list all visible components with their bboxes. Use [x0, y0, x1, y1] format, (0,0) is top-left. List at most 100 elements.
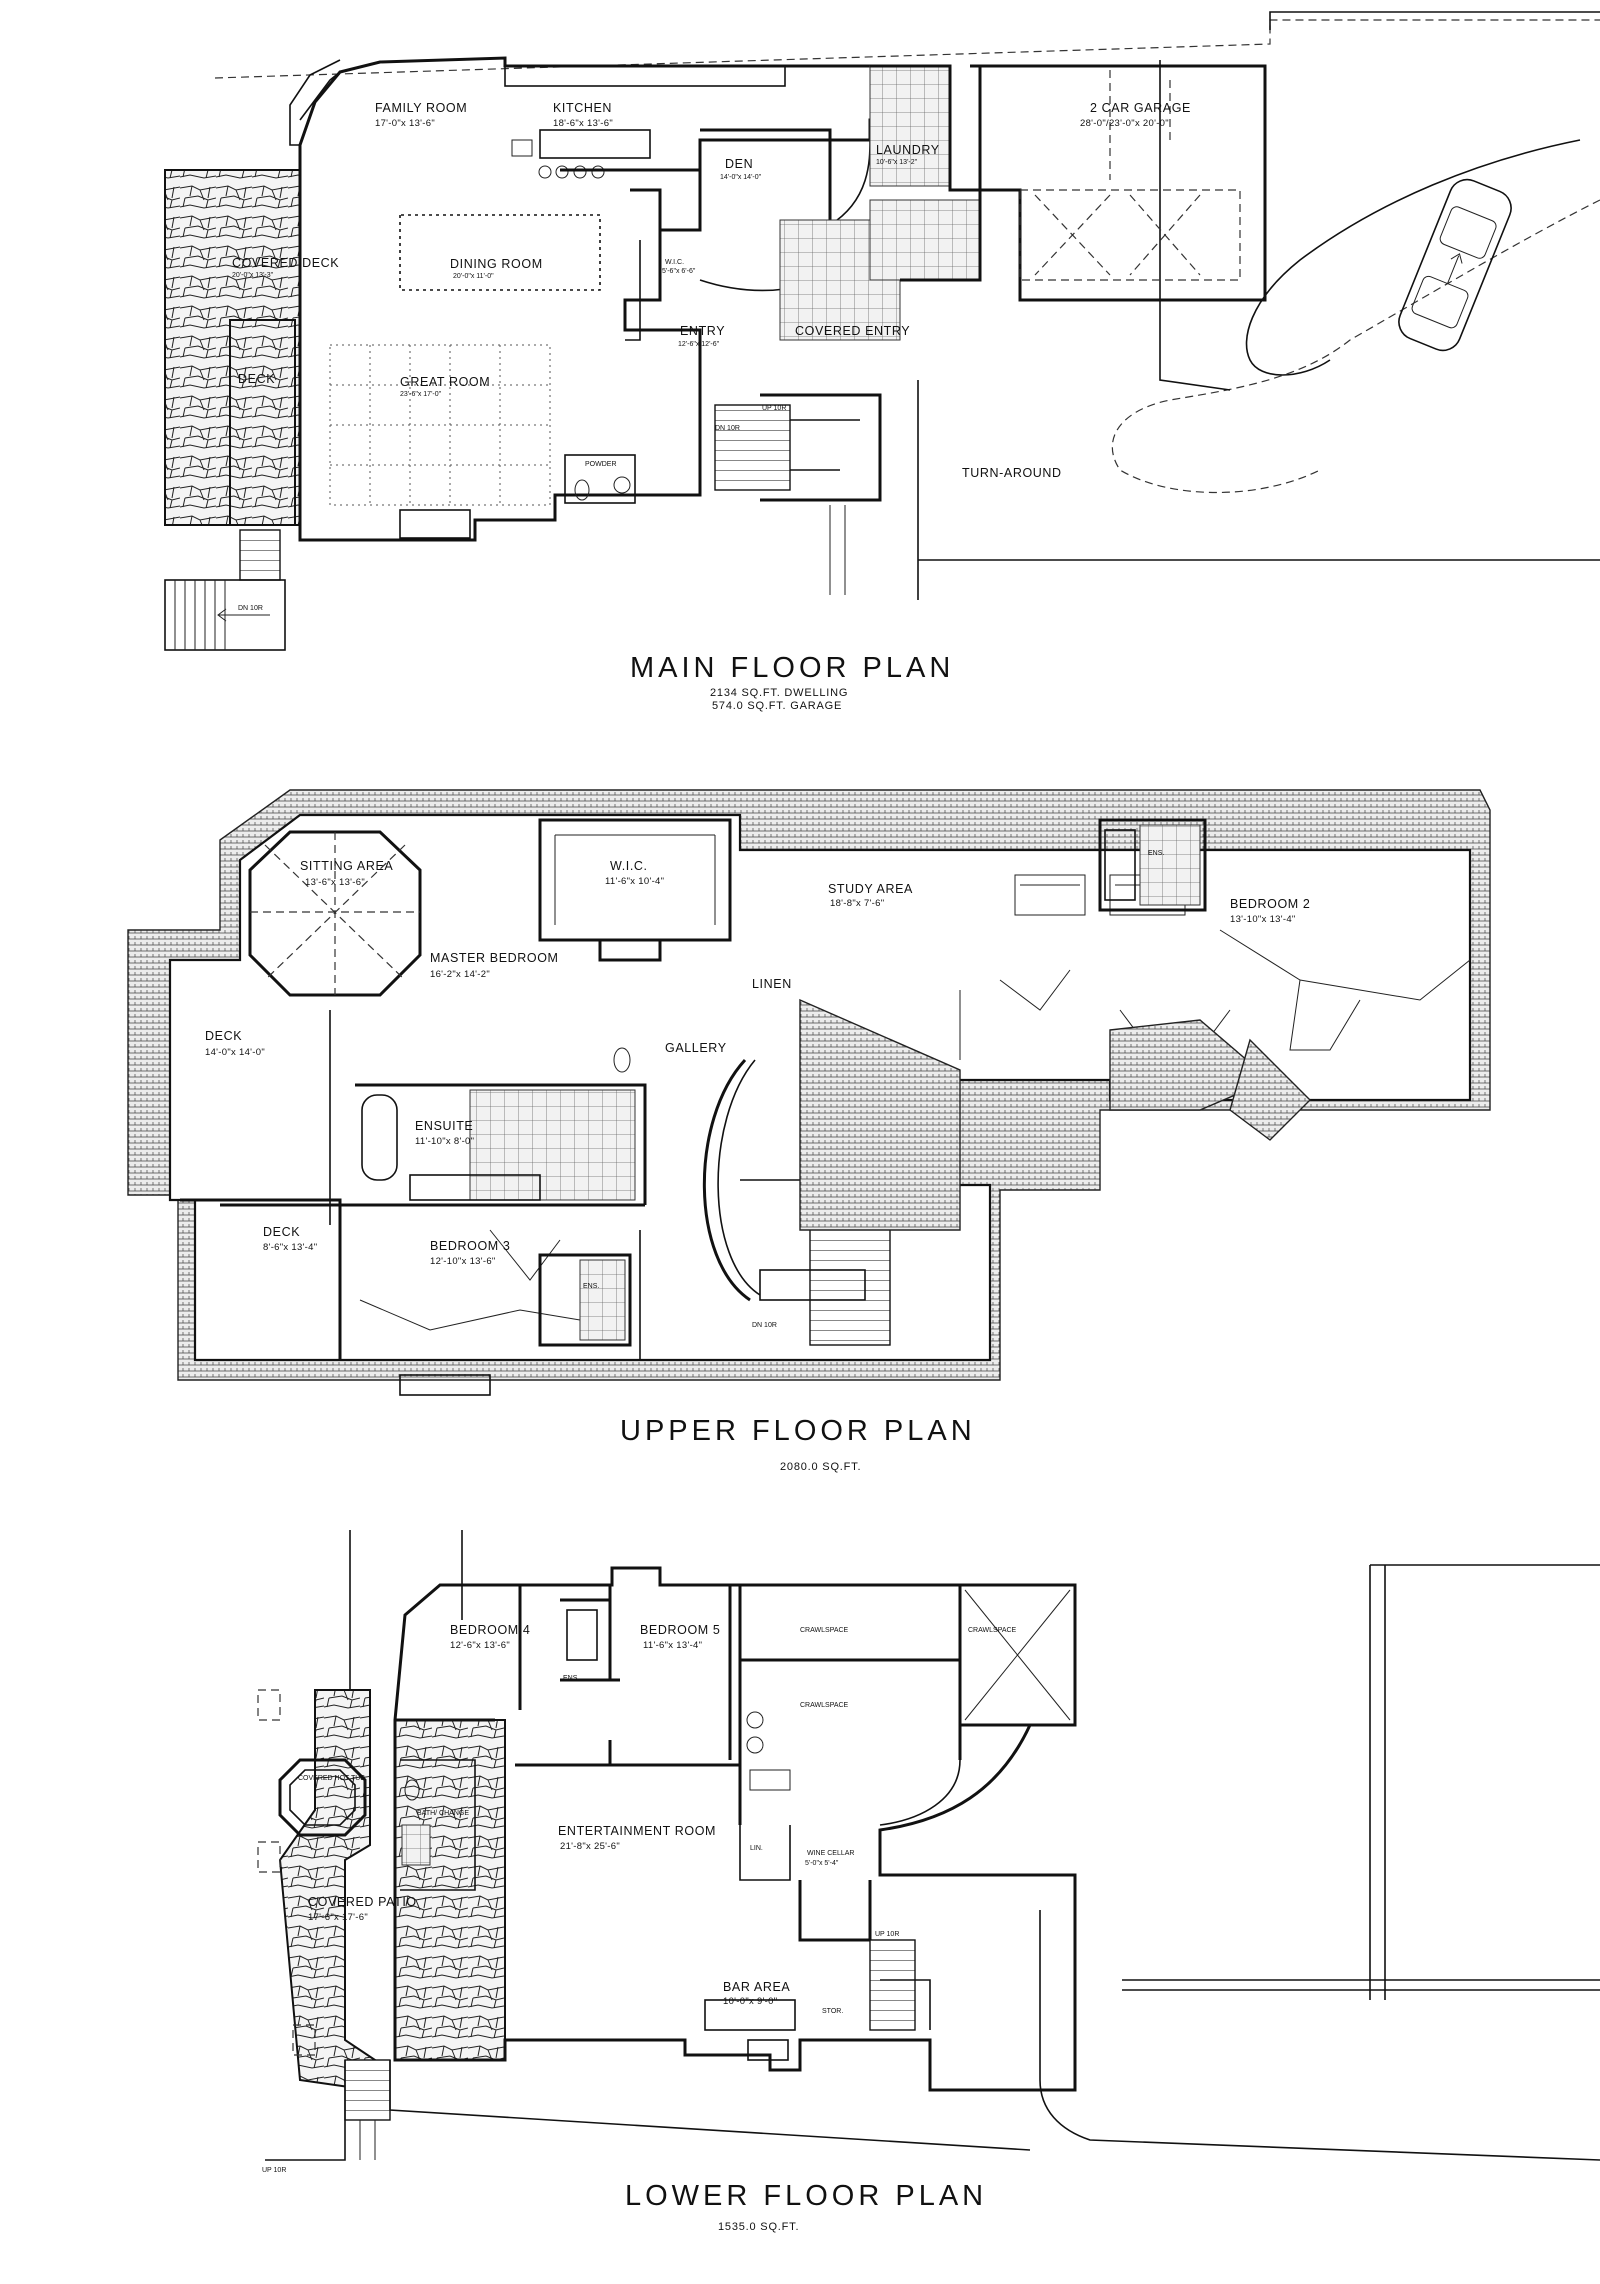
label-wic: W.I.C.: [665, 259, 684, 266]
bar-counter: [704, 1999, 796, 2031]
kitchen-counter: [504, 65, 786, 87]
ensuite-tile: [469, 1089, 636, 1201]
label-turn-around: TURN-AROUND: [962, 466, 1062, 480]
retaining-wall: [1269, 11, 1600, 30]
dims-ensuite: 11'-10"x 8'-0": [415, 1136, 474, 1147]
family-room-bay: [289, 59, 341, 170]
label-study-area: STUDY AREA: [828, 882, 913, 896]
label-bath-change: BATH/ CHANGE: [417, 1810, 469, 1817]
hot-tub: [278, 1758, 367, 1837]
sitting-area-octagon: [248, 830, 422, 997]
dims-upper-wic: 11'-6"x 10'-4": [605, 876, 664, 887]
label-ensuite: ENSUITE: [415, 1119, 473, 1133]
dims-deck2: 8'-6"x 13'-4": [263, 1242, 317, 1253]
label-bar-area: BAR AREA: [723, 1980, 790, 1994]
note-lower-stair: UP 10R: [875, 1931, 899, 1938]
dims-wine-cellar: 5'-0"x 5'-4": [805, 1860, 839, 1867]
label-great-room: GREAT ROOM: [400, 375, 490, 389]
label-bedroom4: BEDROOM 4: [450, 1623, 530, 1637]
label-laundry: LAUNDRY: [876, 143, 940, 157]
dims-garage: 28'-0"/23'-0"x 20'-0": [1080, 118, 1169, 129]
driveway-edge: [1245, 139, 1581, 376]
label-master-bedroom: MASTER BEDROOM: [430, 951, 559, 965]
deck-stairs: [239, 529, 281, 581]
label-upper-wic: W.I.C.: [610, 859, 648, 873]
label-covered-entry: COVERED ENTRY: [795, 324, 910, 338]
great-room-fireplace: [399, 509, 471, 539]
dining-table-zone: [399, 214, 601, 291]
dims-covered-patio: 17'-6"x 17'-6": [308, 1912, 368, 1923]
note-upper-stair: DN 10R: [752, 1322, 777, 1329]
note-patio-stair: UP 10R: [262, 2167, 286, 2174]
label-hot-tub: COVERED HOT TUB: [298, 1775, 365, 1782]
label-dining-room: DINING ROOM: [450, 257, 543, 271]
patio-stair: [344, 2059, 391, 2121]
label-den: DEN: [725, 157, 753, 171]
upper-floor-area: 2080.0 SQ.FT.: [780, 1461, 861, 1473]
upper-wic: [538, 818, 732, 942]
label-stor: STOR.: [822, 2008, 843, 2015]
dims-sitting-area: 13'-6"x 13'-6": [305, 877, 365, 888]
upper-stair: [809, 1224, 891, 1346]
label-powder: POWDER: [585, 461, 617, 468]
dims-kitchen: 18'-6"x 13'-6": [553, 118, 613, 129]
label-ens-b3: ENS.: [583, 1283, 599, 1290]
dims-covered-deck: 20'-0"x 13'-3": [232, 272, 274, 279]
toilet-icon: [613, 1047, 631, 1073]
kitchen-island: [539, 129, 651, 159]
car-icon: [1398, 178, 1512, 352]
main-stair: [714, 404, 791, 491]
den-wall: [700, 128, 832, 225]
covered-patio-stone: [278, 1689, 377, 2092]
dims-dining-room: 20'-0"x 11'-0": [453, 273, 494, 280]
label-deck: DECK: [238, 372, 275, 386]
label-deck1: DECK: [205, 1029, 242, 1043]
great-room-grid: [329, 344, 551, 506]
ens-upper-tile: [1139, 824, 1201, 906]
dims-family-room: 17'-0"x 13'-6": [375, 118, 435, 129]
laundry-tile: [869, 65, 951, 187]
property-line: [214, 19, 1600, 79]
main-floor-area-dwelling: 2134 SQ.FT. DWELLING: [710, 687, 848, 699]
site-line: [917, 380, 1600, 600]
dims-bedroom2: 13'-10"x 13'-4": [1230, 914, 1296, 925]
garage-doors: [1034, 194, 1201, 276]
lower-floor-title: LOWER FLOOR PLAN: [625, 2180, 987, 2212]
main-floor-area-garage: 574.0 SQ.FT. GARAGE: [712, 700, 842, 712]
dims-study-area: 18'-8"x 7'-6": [830, 898, 884, 909]
main-floor-title: MAIN FLOOR PLAN: [630, 652, 954, 684]
label-kitchen: KITCHEN: [553, 101, 612, 115]
label-entertainment: ENTERTAINMENT ROOM: [558, 1824, 716, 1838]
label-gallery: GALLERY: [665, 1041, 727, 1055]
lower-floor-plan: BEDROOM 4 12'-6"x 13'-6" BEDROOM 5 11'-6…: [257, 1530, 1600, 2233]
lower-floor-labels: BEDROOM 4 12'-6"x 13'-6" BEDROOM 5 11'-6…: [262, 1623, 1017, 2174]
ens-b3-tile: [579, 1259, 626, 1341]
driveway-side: [1159, 60, 1231, 391]
main-floor-plan: DN 10R: [164, 11, 1600, 712]
dims-deck1: 14'-0"x 14'-0": [205, 1047, 265, 1058]
label-covered-patio: COVERED PATIO: [308, 1895, 417, 1909]
deck-stone: [229, 319, 296, 526]
label-bedroom5: BEDROOM 5: [640, 1623, 720, 1637]
label-covered-deck: COVERED DECK: [232, 256, 339, 270]
bedroom3-window-seat: [399, 1374, 491, 1396]
upper-floor-title: UPPER FLOOR PLAN: [620, 1415, 976, 1447]
label-family-room: FAMILY ROOM: [375, 101, 467, 115]
bedroom3-roof-lines: [359, 1299, 581, 1331]
lower-stair: [869, 1939, 916, 2031]
dims-den: 14'-0"x 14'-0": [720, 174, 762, 181]
label-sitting-area: SITTING AREA: [300, 859, 393, 873]
powder-room: [564, 454, 636, 504]
ensuite-tub: [361, 1094, 398, 1181]
dims-great-room: 23'-6"x 17'-0": [400, 391, 442, 398]
dims-entry: 12'-6"x 12'-6": [678, 341, 720, 348]
main-floor-labels: FAMILY ROOM 17'-0"x 13'-6" KITCHEN 18'-6…: [232, 101, 1190, 480]
label-ens-upper: ENS.: [1148, 850, 1164, 857]
bar-stools: [538, 165, 605, 179]
label-lower-ens: ENS.: [563, 1675, 579, 1682]
ensuite-wall: [355, 1083, 647, 1205]
lower-floor-area: 1535.0 SQ.FT.: [718, 2221, 799, 2233]
label-lin: LIN.: [750, 1845, 763, 1852]
label-crawl1: CRAWLSPACE: [800, 1627, 849, 1634]
bedroom2-roof-lines: [959, 929, 1471, 1060]
